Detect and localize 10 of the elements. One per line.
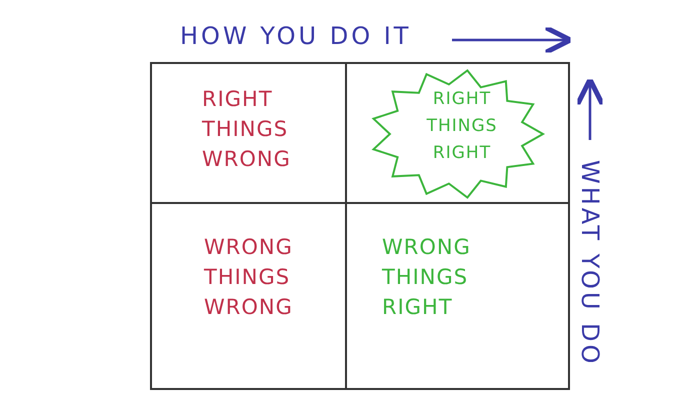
matrix-cell (345, 202, 570, 390)
axis-label: WHAT YOU DO (576, 160, 604, 366)
matrix-cell (150, 62, 347, 204)
quadrant-label: WRONG THINGS WRONG (204, 234, 294, 321)
quadrant-label: RIGHT THINGS RIGHT (426, 88, 498, 165)
matrix-cell (150, 202, 347, 390)
matrix-cell (345, 62, 570, 204)
quadrant-label: WRONG THINGS RIGHT (382, 234, 472, 321)
quadrant-label: RIGHT THINGS WRONG (202, 86, 292, 173)
axis-label: HOW YOU DO IT (180, 22, 412, 50)
